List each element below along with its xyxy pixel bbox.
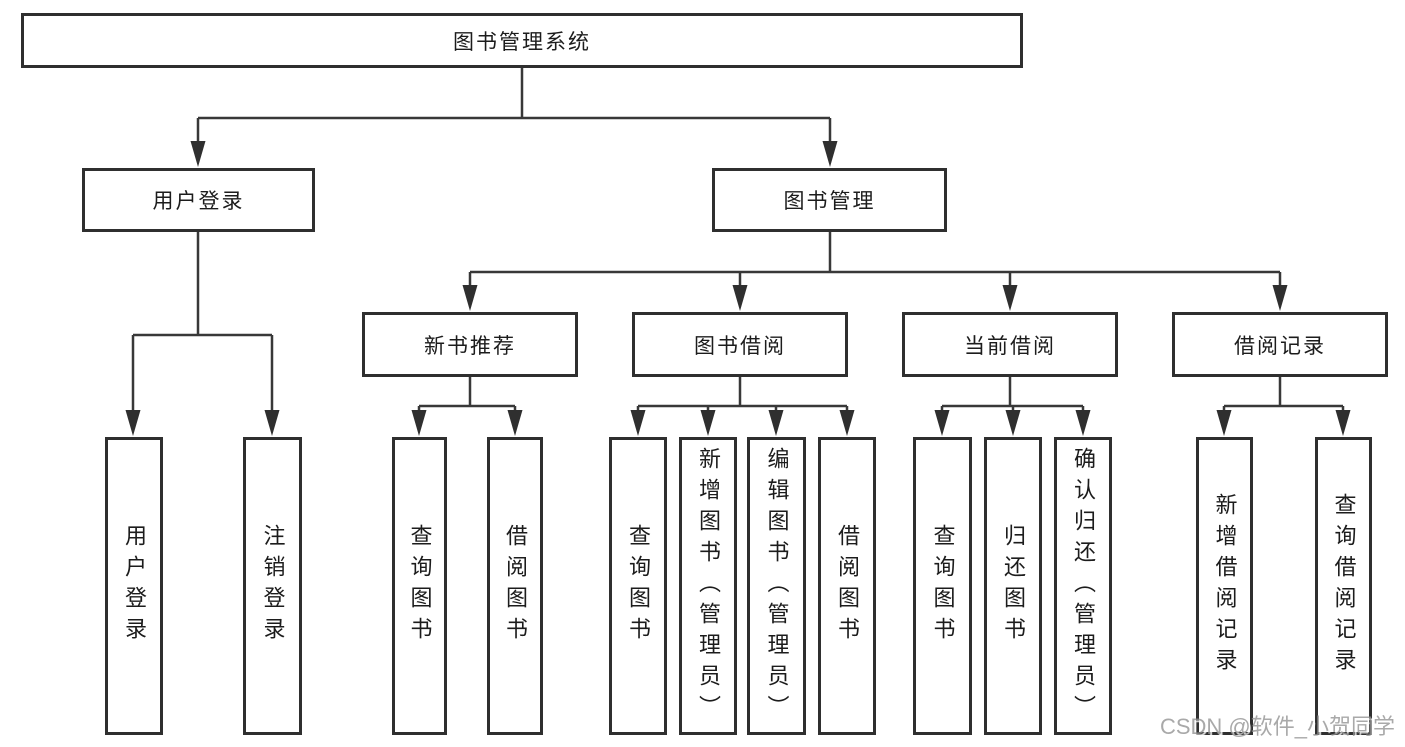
leaf-recommend-query-books: 查询图书 xyxy=(392,437,447,735)
node-current-borrow-label: 当前借阅 xyxy=(964,334,1056,358)
leaf-edit-books-admin: 编辑图书（管理员） xyxy=(747,437,806,735)
leaf-return-books: 归还图书 xyxy=(984,437,1042,735)
leaf-borrow-books: 借阅图书 xyxy=(818,437,876,735)
node-current-borrow: 当前借阅 xyxy=(902,312,1118,377)
leaf-recommend-borrow-books-label: 借阅图书 xyxy=(503,524,528,648)
node-user-login: 用户登录 xyxy=(82,168,315,232)
node-borrow-records-label: 借阅记录 xyxy=(1234,334,1326,358)
leaf-query-borrow-record-label: 查询借阅记录 xyxy=(1331,493,1357,679)
leaf-add-borrow-record: 新增借阅记录 xyxy=(1196,437,1253,735)
leaf-user-login-label: 用户登录 xyxy=(122,524,147,648)
leaf-user-login: 用户登录 xyxy=(105,437,163,735)
leaf-add-borrow-record-label: 新增借阅记录 xyxy=(1212,493,1238,679)
node-system-root: 图书管理系统 xyxy=(21,13,1023,68)
node-book-management-label: 图书管理 xyxy=(783,190,876,213)
node-borrow-records: 借阅记录 xyxy=(1172,312,1388,377)
leaf-recommend-borrow-books: 借阅图书 xyxy=(487,437,543,735)
leaf-add-books-admin: 新增图书（管理员） xyxy=(679,437,737,735)
leaf-logout-label: 注销登录 xyxy=(260,524,286,648)
node-new-book-recommend: 新书推荐 xyxy=(362,312,578,377)
arrowheads xyxy=(125,141,1351,436)
node-book-borrow-label: 图书借阅 xyxy=(694,334,786,358)
leaf-edit-books-admin-label: 编辑图书（管理员） xyxy=(764,446,790,726)
node-system-root-label: 图书管理系统 xyxy=(453,30,591,54)
leaf-borrow-query-books-label: 查询图书 xyxy=(626,524,651,648)
csdn-watermark: CSDN @软件_小贺同学 xyxy=(1159,714,1395,739)
leaf-current-query-books: 查询图书 xyxy=(913,437,972,735)
leaf-recommend-query-books-label: 查询图书 xyxy=(407,524,433,648)
leaf-confirm-return-admin: 确认归还（管理员） xyxy=(1054,437,1112,735)
leaf-return-books-label: 归还图书 xyxy=(1001,524,1026,648)
leaf-add-books-admin-label: 新增图书（管理员） xyxy=(696,446,721,726)
node-book-borrow: 图书借阅 xyxy=(632,312,848,377)
node-user-login-label: 用户登录 xyxy=(152,190,245,213)
leaf-borrow-query-books: 查询图书 xyxy=(609,437,667,735)
node-new-book-recommend-label: 新书推荐 xyxy=(424,334,516,358)
leaf-query-borrow-record: 查询借阅记录 xyxy=(1315,437,1372,735)
leaf-current-query-books-label: 查询图书 xyxy=(930,524,956,648)
node-book-management: 图书管理 xyxy=(712,168,947,232)
leaf-borrow-books-label: 借阅图书 xyxy=(835,524,860,648)
leaf-confirm-return-admin-label: 确认归还（管理员） xyxy=(1071,446,1096,726)
leaf-logout: 注销登录 xyxy=(243,437,302,735)
